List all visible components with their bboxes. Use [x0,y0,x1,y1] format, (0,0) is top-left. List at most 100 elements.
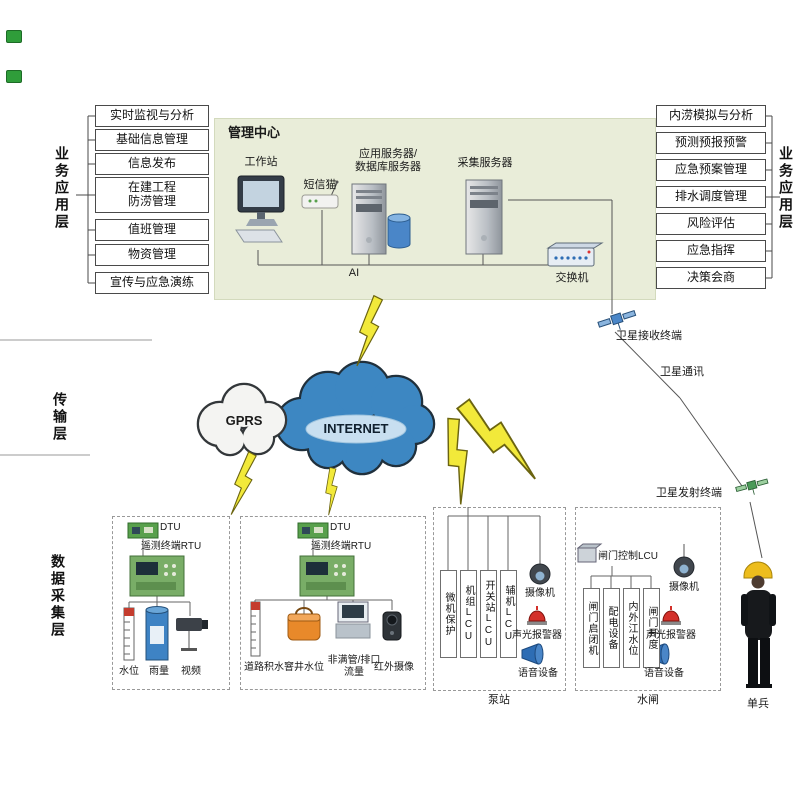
corner-marker-1 [6,30,22,43]
sluice-lcu-icon [576,543,603,563]
app-db-server-label: 应用服务器/ 数据库服务器 [355,148,421,173]
pump-aux-lcu: 辅机LCU [500,570,517,658]
database-icon [387,213,411,249]
site2-rtu-label: 遥测终端RTU [310,541,372,552]
management-network-lines [257,199,613,314]
collection-server-icon [465,179,503,255]
site1-lines [128,539,191,616]
sms-modem-icon [301,180,339,209]
camera-icon-sluice [673,544,695,578]
satellite-receiver-label: 卫星接收终端 [616,330,682,342]
app-box-left-1: 实时监视与分析 [95,105,209,127]
rtu-icon-site1 [129,555,185,597]
app-box-right-7: 决策会商 [656,267,766,289]
corner-marker-2 [6,70,22,83]
sluice-alarm-label: 声光报警器 [646,630,696,641]
right-bracket-lines [766,115,780,279]
site1-panel [112,516,230,690]
site1-sensor-rainfall: 雨量 [149,666,169,677]
road-water-gauge-icon [250,601,261,657]
layer-separators [0,339,152,456]
management-center-title: 管理中心 [228,125,281,140]
soldier-figure [741,561,776,688]
internet-cloud [274,360,436,476]
site1-sensor-water-level: 水位 [119,666,139,677]
app-box-right-3: 应急预案管理 [656,159,766,181]
app-box-right-2: 预测预报预警 [656,132,766,154]
layer-label-business-left: 业务应用层 [54,146,70,231]
switch-label: 交换机 [555,272,589,284]
sluice-controller-label: 闸门控制LCU [598,551,659,562]
site2-sensor-flow: 非满管/排口 流量 [327,655,381,678]
manhole-level-sensor-icon [287,607,321,641]
app-box-left-6: 物资管理 [95,244,209,266]
alarm-icon-pump [527,606,547,625]
workstation-label: 工作站 [244,156,278,168]
internet-label: INTERNET [323,421,389,436]
site2-dtu-label: DTU [330,522,351,533]
app-box-right-5: 风险评估 [656,213,766,235]
site2-sensor-road-water: 道路积水 [244,662,284,673]
layer-label-transmission: 传输层 [52,392,68,443]
layer-label-data-collection: 数据采集层 [50,554,66,639]
camera-icon-pump [529,560,551,585]
alarm-icon-sluice [661,606,681,625]
site1-sensor-video: 视频 [181,666,201,677]
rain-gauge-icon [145,606,169,661]
pump-unit-protection: 微机保护 [440,570,457,658]
switch-icon [546,242,604,267]
app-box-right-6: 应急指挥 [656,240,766,262]
pump-alarm-label: 声光报警器 [512,630,562,641]
left-bracket-lines [76,115,95,284]
layer-label-business-right: 业务应用层 [778,146,794,231]
sluice-camera-label: 摄像机 [669,582,699,593]
site2-sensor-manhole-level: 窨井水位 [284,662,324,673]
soldier-label: 单兵 [747,698,769,710]
satellite-links [614,331,763,559]
sluice-river-level-unit: 内外江水位 [623,588,640,668]
satellite-transmitter-icon [735,478,769,495]
app-box-right-1: 内涝模拟与分析 [656,105,766,127]
pump-speaker-label: 语音设备 [518,668,558,679]
app-box-left-3: 信息发布 [95,153,209,175]
bus-label: AI [342,267,366,280]
app-db-server-icon [351,183,387,255]
app-box-left-5: 值班管理 [95,219,209,241]
collection-server-label: 采集服务器 [457,157,513,169]
app-box-left-7: 宣传与应急演练 [95,272,209,294]
rtu-icon-site2 [299,555,355,597]
app-box-left-2: 基础信息管理 [95,129,209,151]
pump-station-label: 泵站 [488,694,510,706]
water-level-gauge-icon [123,607,135,661]
site1-dtu-label: DTU [160,522,181,533]
satellite-transmitter-label: 卫星发射终端 [656,487,722,499]
flow-meter-icon [335,601,371,639]
sluice-power-unit: 配电设备 [603,588,620,668]
sluice-label: 水闸 [637,694,659,706]
workstation-icon [235,175,285,243]
dtu-icon-site1 [127,522,159,539]
infrared-camera-icon [382,611,402,641]
site2-sensor-ir-camera: 红外摄像 [374,662,414,673]
lightning-bolts [230,294,536,516]
sluice-lines [590,550,685,588]
site1-rtu-label: 遥测终端RTU [140,541,202,552]
app-box-right-4: 排水调度管理 [656,186,766,208]
gprs-label: GPRS [225,413,263,428]
gprs-cloud [196,382,288,457]
sms-modem-label: 短信猫 [303,179,337,191]
satellite-receiver-icon [597,309,637,330]
sluice-hoist-unit: 闸门启闭机 [583,588,600,668]
app-box-left-4: 在建工程 防涝管理 [95,177,209,213]
pump-lines [447,507,541,570]
sluice-gate-opening-unit: 闸门开度 [643,588,660,668]
management-center-panel [214,118,656,300]
sluice-speaker-label: 语音设备 [644,668,684,679]
video-camera-icon-site1 [176,618,208,651]
pump-switchstation-lcu: 开关站LCU [480,570,497,658]
pump-camera-label: 摄像机 [525,588,555,599]
speaker-icon-pump [521,643,544,665]
satellite-comm-label: 卫星通讯 [660,366,704,378]
